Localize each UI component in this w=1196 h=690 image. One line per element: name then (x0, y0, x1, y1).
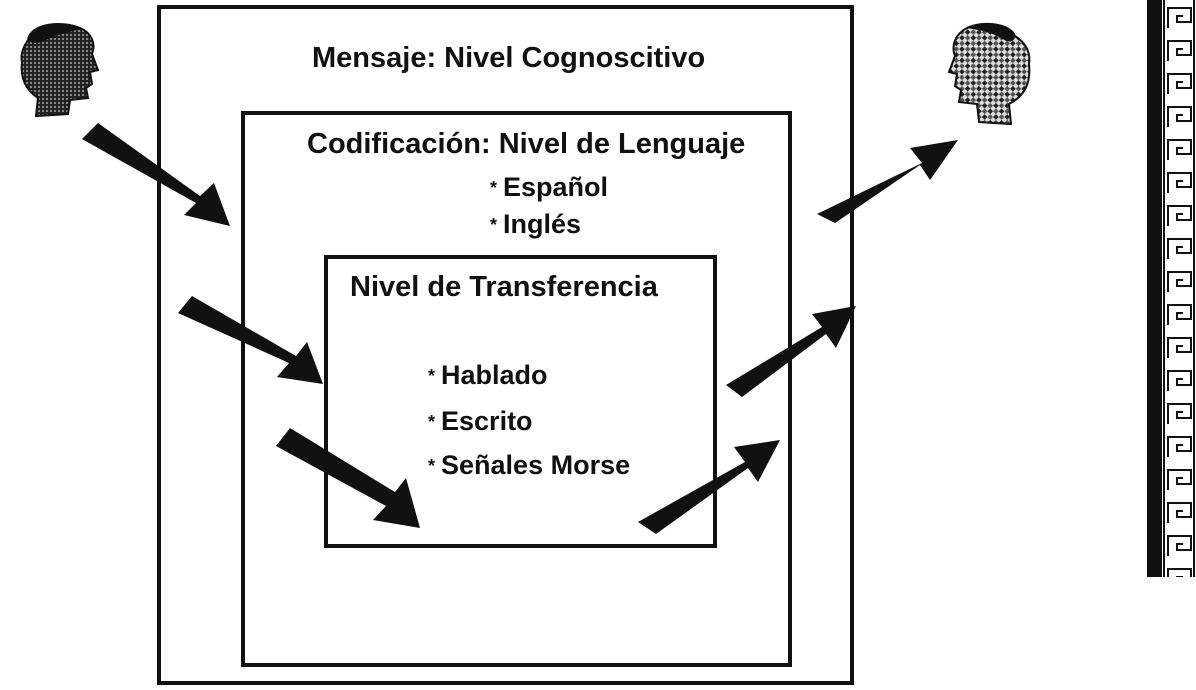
greek-key-glyph (1167, 436, 1192, 457)
language-item: *Español (490, 172, 608, 203)
greek-key-glyph (1167, 535, 1192, 556)
greek-key-glyph (1167, 139, 1192, 160)
greek-key-glyph (1167, 337, 1192, 358)
medium-item: *Señales Morse (428, 450, 630, 481)
greek-key-glyph (1167, 568, 1192, 577)
greek-key-glyph (1167, 502, 1192, 523)
bullet-icon: * (490, 178, 498, 199)
bullet-icon: * (428, 412, 436, 433)
greek-key-glyph (1167, 271, 1192, 292)
language-level-box (241, 111, 792, 667)
person-head-patterned-icon (947, 22, 1031, 126)
greek-key-glyph (1167, 370, 1192, 391)
medium-item: *Escrito (428, 406, 533, 437)
greek-key-border (1147, 0, 1195, 577)
language-label: Inglés (503, 209, 582, 239)
arrow-icon (178, 296, 323, 384)
greek-key-glyph (1167, 403, 1192, 424)
medium-label: Señales Morse (441, 450, 631, 480)
greek-key-glyph (1167, 238, 1192, 259)
arrow-icon (817, 140, 958, 223)
medium-item: *Hablado (428, 360, 548, 391)
arrow-icon (726, 306, 856, 397)
greek-key-glyph (1167, 172, 1192, 193)
greek-key-glyph (1167, 73, 1192, 94)
arrow-icon (276, 428, 420, 528)
greek-key-glyph (1167, 205, 1192, 226)
arrow-icon (82, 123, 230, 226)
greek-key-glyph (1167, 7, 1192, 28)
bullet-icon: * (490, 215, 498, 236)
cognitive-level-box (157, 5, 854, 685)
coding-level-label: Codificación: Nivel de Lenguaje (307, 128, 746, 160)
medium-label: Hablado (441, 360, 548, 390)
message-level-label: Mensaje: Nivel Cognoscitivo (312, 42, 706, 74)
language-item: *Inglés (490, 209, 581, 240)
greek-key-glyph (1167, 40, 1192, 61)
arrow-icon (638, 440, 780, 534)
transfer-level-box (324, 255, 717, 548)
greek-key-glyph (1167, 106, 1192, 127)
greek-key-glyph (1167, 304, 1192, 325)
bullet-icon: * (428, 366, 436, 387)
greek-key-glyph (1167, 469, 1192, 490)
language-label: Español (503, 172, 609, 202)
medium-label: Escrito (441, 406, 533, 436)
transfer-level-label: Nivel de Transferencia (350, 271, 658, 303)
bullet-icon: * (428, 456, 436, 477)
person-head-icon (20, 23, 100, 118)
